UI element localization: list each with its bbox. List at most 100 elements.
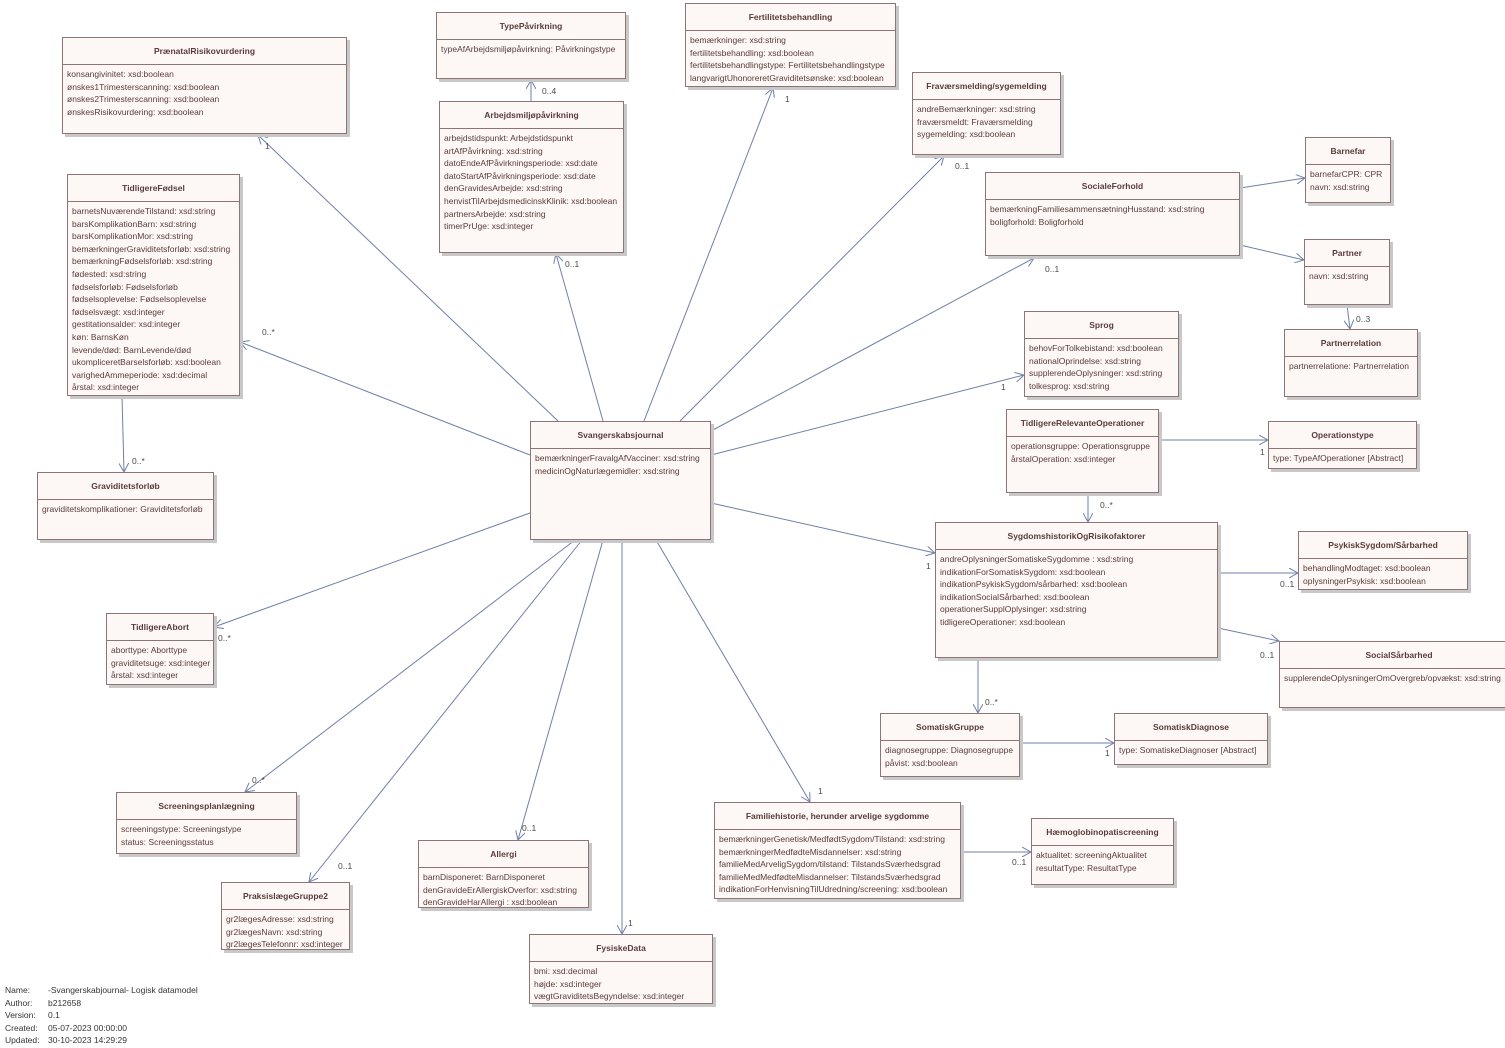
class-name: TidligereAbort [107, 614, 213, 641]
attribute: operationsgruppe: Operationsgruppe [1011, 441, 1150, 451]
class-name: Fertilitetsbehandling [686, 4, 895, 31]
attribute: fødested: xsd:string [72, 268, 147, 279]
attribute-list: graviditetskomplikationer: Graviditetsfo… [38, 500, 213, 519]
class-name: SomatiskGruppe [881, 714, 1019, 741]
multiplicity-label: 0..* [985, 697, 998, 707]
class-name: SygdomshistorikOgRisikofaktorer [936, 523, 1217, 550]
attribute: gestitationsalder: xsd:integer [72, 319, 181, 330]
attribute: indikationForSomatiskSygdom: xsd:boolean [940, 566, 1106, 577]
multiplicity-label: 0..1 [1045, 264, 1060, 274]
attribute-list: type: TypeAfOperationer [Abstract] [1269, 449, 1416, 468]
attribute-list: supplerendeOplysningerOmOvergreb/opvækst… [1280, 669, 1505, 688]
attribute: aktualitet: screeningAktualitet [1036, 850, 1147, 860]
association-sygdom-socialsaar [1217, 627, 1279, 641]
attribute: fertilitetsbehandlingstype: Fertilitetsb… [690, 60, 885, 71]
multiplicity-label: 1 [1260, 447, 1265, 457]
attribute: aborttype: Aborttype [111, 645, 188, 655]
multiplicity-label: 1 [628, 918, 633, 928]
updated-value: 30-10-2023 14:29:29 [48, 1035, 127, 1046]
class-familie[interactable]: Familiehistorie, herunder arvelige sygdo… [714, 802, 961, 899]
attribute: højde: xsd:integer [534, 978, 602, 989]
association-socialeforhold-partner [1239, 244, 1304, 260]
multiplicity-label: 0..3 [1356, 314, 1371, 324]
class-name: Sprog [1025, 312, 1178, 339]
attribute: indikationPsykiskSygdom/sårbarhed: xsd:b… [940, 579, 1128, 590]
attribute-list: type: SomatiskeDiagnoser [Abstract] [1115, 741, 1267, 760]
association-svj-screening [245, 539, 576, 792]
attribute: barnDisponeret: BarnDisponeret [423, 872, 545, 882]
created-label: Created: [5, 1022, 38, 1033]
multiplicity-label: 1 [818, 786, 823, 796]
attribute-list: partnerrelatione: Partnerrelation [1285, 357, 1417, 376]
class-name: Fraværsmelding/sygemelding [913, 73, 1060, 100]
attribute: andreBemærkninger: xsd:string [917, 104, 1036, 114]
class-name: Operationstype [1269, 422, 1416, 449]
association-tidfoedsel-gravforloeb [122, 395, 124, 472]
attribute: ønskes2Trimesterscanning: xsd:boolean [67, 94, 220, 105]
attribute: barsKomplikationBarn: xsd:string [72, 218, 197, 229]
multiplicity-label: 0..* [132, 456, 145, 466]
class-fravaer[interactable]: Fraværsmelding/sygemelding andreBemærknin… [912, 72, 1061, 155]
class-name: Svangerskabsjournal [531, 422, 710, 449]
association-svj-arbejds [556, 254, 604, 422]
attribute: denGravideErAllergiskOverfor: xsd:string [423, 884, 578, 895]
multiplicity-label: 1 [926, 561, 931, 571]
attribute: nationalOprindelse: xsd:string [1029, 355, 1141, 366]
multiplicity-label: 0..1 [1012, 857, 1027, 867]
attribute: denGravideHarAllergi : xsd:boolean [423, 897, 558, 908]
name-label: Name: [5, 985, 31, 995]
name-value: -Svangerskabjournal- Logisk datamodel [48, 985, 198, 995]
updated-label: Updated: [5, 1035, 40, 1046]
class-name: PrænatalRisikovurdering [63, 38, 346, 65]
association-svj-sygdom [710, 502, 935, 553]
attribute: langvarigtUhonoreretGraviditetsønske: xs… [690, 72, 884, 83]
association-svj-socialeforhold [710, 258, 1034, 432]
class-name: FysiskeData [530, 935, 712, 962]
class-name: PsykiskSygdom/Sårbarhed [1299, 532, 1467, 559]
multiplicity-label: 0..1 [1260, 650, 1275, 660]
attribute: operationerSupplOplysinger: xsd:string [940, 604, 1087, 615]
attribute: medicinOgNaturlægemidler: xsd:string [535, 465, 680, 476]
class-name: SomatiskDiagnose [1115, 714, 1267, 741]
author-value: b212658 [48, 997, 82, 1008]
association-svj-fertilitet [643, 88, 773, 422]
association-svj-sprog [710, 375, 1024, 456]
multiplicity-label: 0..* [262, 327, 275, 337]
version-value: 0.1 [48, 1010, 60, 1021]
attribute: barsKomplikationMor: xsd:string [72, 231, 193, 242]
attribute: familieMedArveligSygdom/tilstand: Tilsta… [719, 859, 941, 870]
attribute: ønskesRisikovurdering: xsd:boolean [67, 106, 204, 117]
attribute-list: navn: xsd:string [1305, 267, 1389, 286]
